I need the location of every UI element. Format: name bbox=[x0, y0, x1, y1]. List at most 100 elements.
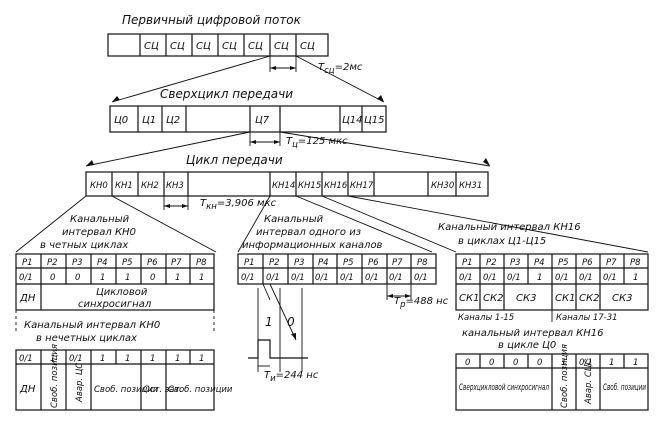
kn16-cycles-bit: P4 bbox=[534, 258, 545, 268]
kn16-cycles-value: 0/1 bbox=[483, 273, 497, 283]
kn0-odd-label: ДН bbox=[19, 384, 36, 395]
frame-cell: КН16 bbox=[324, 181, 348, 191]
frame-cell: КН30 bbox=[431, 181, 454, 191]
kn0-even-value: 0 bbox=[150, 273, 155, 283]
kn16-cycles-bit: P2 bbox=[486, 258, 497, 268]
kn0-odd-label: Ост. зат. bbox=[143, 385, 182, 395]
info-ch-value: 0/1 bbox=[241, 273, 255, 283]
kn16-cycles-bit: P8 bbox=[630, 258, 641, 268]
kn16-cycles-label: СК3 bbox=[516, 293, 536, 304]
superframe-cell: Ц14 bbox=[342, 115, 363, 126]
kn0-odd-title: Канальный интервал КН0 bbox=[24, 320, 160, 331]
kn0-even-title: интервал КН0 bbox=[62, 227, 136, 238]
info-ch-tp-label: Tр=488 нс bbox=[394, 296, 449, 310]
info-ch-bit: P6 bbox=[368, 258, 379, 268]
kn16-cycles-label: СК2 bbox=[483, 293, 503, 304]
info-ch-value: 0/1 bbox=[291, 273, 305, 283]
kn0-odd-value: 1 bbox=[175, 354, 180, 364]
frame-cell: КН0 bbox=[90, 181, 108, 191]
kn16-cycles-value: 0/1 bbox=[555, 273, 569, 283]
kn0-even-table bbox=[15, 253, 215, 311]
kn16-cycles-value: 0/1 bbox=[507, 273, 521, 283]
kn16-cycles-label: СК2 bbox=[579, 293, 599, 304]
kn16-cycles-bit: P1 bbox=[462, 258, 473, 268]
kn0-even-title: в четных циклах bbox=[40, 240, 128, 251]
stream-period-label: Tсц=2мс bbox=[318, 62, 363, 76]
kn16-cycles-value: 1 bbox=[633, 273, 638, 283]
kn0-even-value: 0 bbox=[50, 273, 55, 283]
kn16-channels-b: Каналы 17-31 bbox=[556, 313, 618, 323]
kn0-odd-value: 0/1 bbox=[69, 354, 83, 364]
kn16-cycles-label: СК1 bbox=[555, 293, 575, 304]
kn16-cycles-bit: P5 bbox=[558, 258, 569, 268]
kn16-cycles-bit: P7 bbox=[606, 258, 617, 268]
kn0-odd-label: Своб. позиции bbox=[168, 385, 233, 395]
kn16-c0-title: канальный интервал КН16 bbox=[462, 328, 604, 339]
kn0-even-bit: P1 bbox=[22, 258, 33, 268]
frame-bar bbox=[85, 171, 489, 197]
info-ch-bit: P1 bbox=[244, 258, 255, 268]
kn0-odd-value: 0/1 bbox=[19, 354, 33, 364]
superframe-title: Сверхцикл передачи bbox=[160, 87, 293, 101]
info-ch-bit: P7 bbox=[392, 258, 403, 268]
pulse-one: 1 bbox=[265, 315, 273, 329]
kn16-cycles-title: в циклах Ц1-Ц15 bbox=[458, 236, 546, 247]
kn16-c0-value: 1 bbox=[609, 358, 614, 368]
frame-cell: КН14 bbox=[272, 181, 295, 191]
frame-cell: КН3 bbox=[166, 181, 184, 191]
kn0-even-bit: P3 bbox=[72, 258, 83, 268]
stream-title: Первичный цифровой поток bbox=[122, 13, 302, 27]
info-ch-title: информационных каналов bbox=[242, 240, 383, 251]
info-ch-value: 0/1 bbox=[266, 273, 280, 283]
kn16-c0-title: в цикле Ц0 bbox=[498, 340, 556, 351]
kn16-c0-value: 0 bbox=[465, 358, 470, 368]
superframe-cell: Ц0 bbox=[114, 115, 128, 126]
frame-title: Цикл передачи bbox=[186, 153, 283, 167]
info-ch-bit: P4 bbox=[318, 258, 329, 268]
stream-cell: СЦ bbox=[222, 41, 237, 52]
kn0-odd-value: 1 bbox=[150, 354, 155, 364]
kn16-c0-value: 1 bbox=[561, 358, 566, 368]
info-ch-bit: P2 bbox=[269, 258, 280, 268]
kn0-even-title: Канальный bbox=[70, 214, 130, 225]
kn0-odd-label: Своб. позиции bbox=[94, 385, 159, 395]
stream-cell: СЦ bbox=[274, 41, 289, 52]
info-ch-bit: P3 bbox=[294, 258, 305, 268]
kn16-channels-a: Каналы 1-15 bbox=[458, 313, 514, 323]
frame-cell: КН15 bbox=[298, 181, 321, 191]
kn0-even-value: 1 bbox=[199, 273, 204, 283]
kn0-odd-value: 1 bbox=[100, 354, 105, 364]
kn0-even-value: 1 bbox=[125, 273, 130, 283]
kn0-odd-value: 1 bbox=[125, 354, 130, 364]
kn16-cycles-bit: P6 bbox=[582, 258, 593, 268]
kn16-c0-label: Авар. СЦС bbox=[584, 359, 594, 405]
kn0-odd-label: Своб. позиция bbox=[50, 344, 60, 408]
kn0-even-value: 1 bbox=[175, 273, 180, 283]
kn0-even-bit: P2 bbox=[47, 258, 58, 268]
kn16-cycles-label: СК1 bbox=[459, 293, 479, 304]
info-ch-tu-label: Tи=244 нс bbox=[264, 370, 319, 384]
kn0-even-bit: P7 bbox=[171, 258, 182, 268]
stream-cell: СЦ bbox=[300, 41, 315, 52]
superframe-period-label: Tц=125 мкс bbox=[286, 136, 348, 150]
frame-cell: КН2 bbox=[141, 181, 159, 191]
pulse-zero: 0 bbox=[287, 315, 295, 329]
kn16-cycles-bit: P3 bbox=[510, 258, 521, 268]
info-ch-value: 0/1 bbox=[340, 273, 354, 283]
kn0-even-bit: P5 bbox=[122, 258, 133, 268]
stream-cell: СЦ bbox=[248, 41, 263, 52]
kn0-even-value: 0/1 bbox=[19, 273, 33, 283]
stream-cell: СЦ bbox=[170, 41, 185, 52]
pulse-waveform bbox=[248, 339, 308, 359]
superframe-cell: Ц2 bbox=[166, 115, 180, 126]
kn16-c0-value: 0 bbox=[489, 358, 494, 368]
kn0-odd-value: 1 bbox=[50, 354, 55, 364]
kn16-c0-label: Своб. позиция bbox=[560, 344, 570, 408]
frame-cell: КН17 bbox=[350, 181, 374, 191]
kn0-even-bit: P4 bbox=[97, 258, 108, 268]
kn16-cycles-value: 0/1 bbox=[459, 273, 473, 283]
info-ch-bit: P8 bbox=[417, 258, 428, 268]
kn16-c0-value: 1 bbox=[633, 358, 638, 368]
kn16-cycles-value: 1 bbox=[537, 273, 542, 283]
